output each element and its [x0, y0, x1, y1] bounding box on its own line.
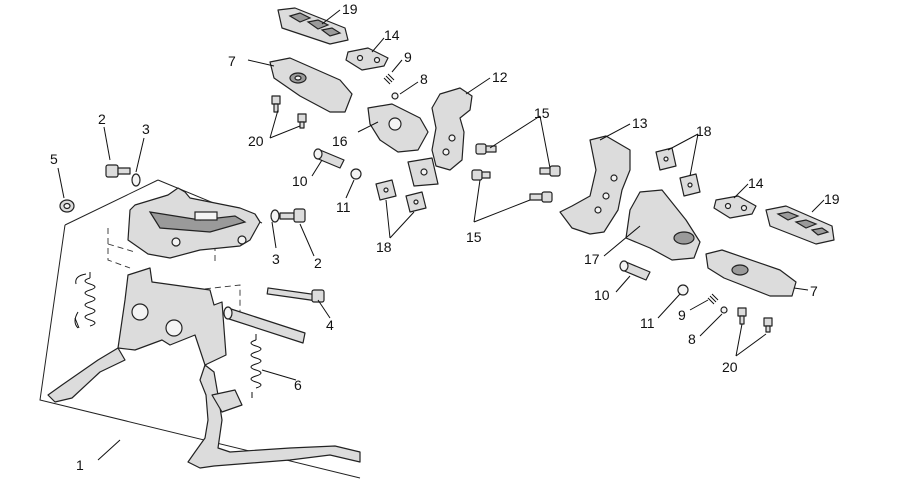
footpeg-7-left	[269, 57, 353, 113]
pads-18-left	[375, 179, 427, 213]
washer-3-left	[131, 173, 141, 187]
clip-11-left	[350, 168, 362, 180]
bolt-2-right	[279, 208, 306, 223]
washer-3-right	[270, 209, 280, 223]
footpeg-rubber-19-left	[277, 7, 349, 45]
callout-7-left: 7	[228, 53, 236, 69]
callout-11-left: 11	[336, 199, 351, 215]
callout-10-right: 10	[594, 287, 610, 303]
callout-8-right: 8	[688, 331, 696, 347]
callout-9-left: 9	[404, 49, 412, 65]
clip-11-right	[677, 284, 689, 296]
callout-20-left: 20	[248, 133, 264, 149]
callout-15-upper: 15	[534, 105, 550, 121]
callout-3-right: 3	[272, 251, 280, 267]
leader-lines	[57, 9, 825, 461]
callout-5: 5	[50, 151, 58, 167]
stand-bracket	[127, 187, 261, 259]
bolt-2-left	[105, 164, 131, 178]
footpeg-rubber-19-right	[765, 205, 835, 245]
bolts-15	[471, 143, 561, 203]
screws-20-left	[271, 95, 307, 129]
center-stand	[47, 267, 361, 469]
callout-2-right: 2	[314, 255, 322, 271]
callout-14-left: 14	[384, 27, 400, 43]
callout-16: 16	[332, 133, 348, 149]
callout-1: 1	[76, 457, 84, 473]
callout-14-right: 14	[748, 175, 764, 191]
ball-8-left	[391, 92, 399, 100]
spring-6	[250, 334, 262, 398]
callout-labels: 1 2 3 5 3 2 4 6 7 19 14 9 8 12 20 16 10 …	[50, 1, 840, 473]
spring-9-right	[707, 293, 719, 305]
callout-3-left: 3	[142, 121, 150, 137]
callout-17: 17	[584, 251, 600, 267]
ball-8-right	[720, 306, 728, 314]
callout-12: 12	[492, 69, 508, 85]
bracket-13	[559, 135, 631, 235]
footpeg-holder-17	[625, 189, 701, 261]
callout-6: 6	[294, 377, 302, 393]
pads-18-right	[655, 147, 701, 197]
callout-18-left: 18	[376, 239, 392, 255]
callout-20-right: 20	[722, 359, 738, 375]
screws-20-right	[737, 307, 773, 333]
callout-18-right: 18	[696, 123, 712, 139]
callout-19-right: 19	[824, 191, 840, 207]
plate-14-left	[345, 47, 389, 71]
nut-5	[59, 199, 75, 213]
callout-11-right: 11	[640, 315, 655, 331]
pivot-pin	[223, 306, 306, 344]
callout-15-lower: 15	[466, 229, 482, 245]
callout-9-right: 9	[678, 307, 686, 323]
callout-8-left: 8	[420, 71, 428, 87]
spring-left	[74, 272, 96, 329]
footpeg-7-right	[705, 249, 797, 297]
callout-19-left: 19	[342, 1, 358, 17]
callout-7-right: 7	[810, 283, 818, 299]
bracket-12	[407, 87, 473, 187]
callout-13: 13	[632, 115, 648, 131]
callout-4: 4	[326, 317, 334, 333]
footpeg-holder-16	[367, 103, 429, 153]
callout-10-left: 10	[292, 173, 308, 189]
callout-2-left: 2	[98, 111, 106, 127]
pin-10-left	[313, 148, 345, 169]
pin-10-right	[619, 260, 651, 281]
spring-9-left	[383, 73, 395, 85]
plate-14-right	[713, 195, 757, 219]
bolt-4	[266, 287, 325, 303]
